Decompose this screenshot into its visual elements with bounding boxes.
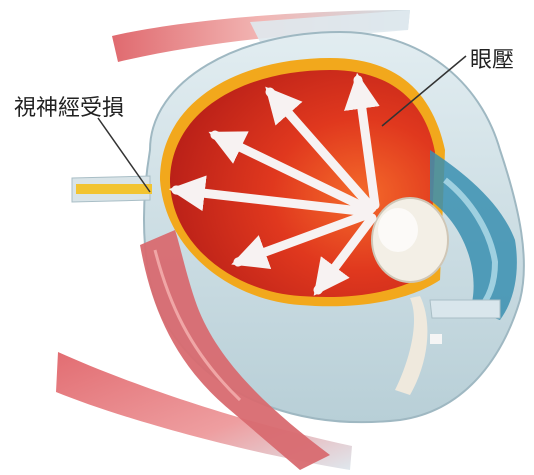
intraocular-pressure-label: 眼壓 <box>470 42 514 74</box>
optic-nerve-damage-label: 視神經受損 <box>14 90 124 122</box>
optic-nerve <box>72 176 152 202</box>
